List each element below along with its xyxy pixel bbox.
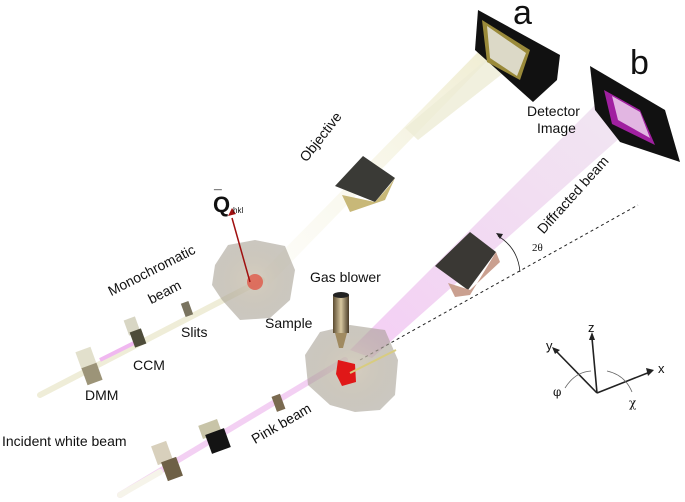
diffracted-beam-cone bbox=[350, 100, 640, 358]
sample-upper-crystal bbox=[247, 274, 263, 290]
detector-b-image-core bbox=[612, 96, 650, 138]
monochromatic-beam-line bbox=[37, 48, 520, 398]
q-vector bbox=[231, 217, 251, 283]
two-theta-label: 2θ bbox=[532, 242, 543, 254]
q-vector-arrowhead bbox=[228, 208, 236, 216]
objective-a-base bbox=[342, 178, 395, 212]
y-axis bbox=[555, 350, 598, 394]
mirror-2 bbox=[161, 456, 183, 482]
slits-label: Slits bbox=[181, 324, 208, 340]
objective-b bbox=[435, 232, 500, 297]
two-theta-arrowhead bbox=[496, 233, 503, 239]
objective-a bbox=[335, 156, 395, 212]
y-axis-label: y bbox=[546, 338, 553, 353]
filter-2 bbox=[205, 428, 231, 454]
ccm-crystal-2 bbox=[129, 328, 147, 348]
panel-label-b: b bbox=[630, 44, 649, 82]
dmm-crystal-2 bbox=[81, 362, 103, 386]
pink-beam-line bbox=[117, 100, 640, 498]
gas-blower-tip bbox=[333, 292, 349, 298]
mirror-1 bbox=[151, 440, 173, 466]
q-hkl-overbar: ¯ bbox=[214, 187, 222, 203]
z-axis-label: z bbox=[588, 320, 595, 335]
slits-lower bbox=[271, 393, 286, 412]
q-hkl-symbol: Q bbox=[213, 192, 231, 217]
objective-b-base bbox=[448, 252, 500, 297]
incident-white-beam bbox=[117, 469, 163, 498]
detector-a bbox=[475, 10, 560, 102]
chi-label: χ bbox=[629, 396, 637, 410]
incident-white-beam-label: Incident white beam bbox=[2, 433, 127, 449]
pink-segment-upper bbox=[99, 338, 141, 362]
incident-direction-dashed-line bbox=[359, 204, 639, 361]
dmm-crystal-1 bbox=[75, 346, 97, 370]
gas-blower-cone bbox=[335, 333, 347, 348]
dmm-label: DMM bbox=[85, 387, 119, 403]
x-axis bbox=[596, 371, 651, 394]
sample-lower-beam-highlight bbox=[349, 349, 397, 374]
sample-upper bbox=[212, 208, 295, 320]
x-axis-label: x bbox=[658, 361, 665, 376]
sample-lower-crystal bbox=[336, 360, 356, 386]
z-axis-arrowhead bbox=[589, 332, 595, 340]
ccm-label: CCM bbox=[133, 357, 165, 373]
objective-beam-cone-a-upper bbox=[405, 48, 520, 140]
z-axis bbox=[591, 337, 598, 394]
objective-a-body bbox=[335, 156, 395, 202]
sample-lower bbox=[305, 292, 398, 412]
detector-label: Detector bbox=[527, 103, 580, 119]
phi-rotation-arc bbox=[564, 370, 592, 389]
panel-label-a: a bbox=[513, 0, 532, 32]
phi-label: φ bbox=[553, 385, 562, 399]
detector-b bbox=[590, 66, 680, 162]
gas-blower-nozzle bbox=[333, 295, 349, 333]
two-theta-arc bbox=[497, 235, 521, 273]
objective-b-body bbox=[435, 232, 496, 290]
slits-upper bbox=[180, 301, 194, 317]
coordinate-axes bbox=[552, 332, 654, 394]
q-hkl-subscript: hkl bbox=[233, 206, 244, 215]
y-axis-arrowhead bbox=[552, 347, 560, 354]
sample-label: Sample bbox=[265, 315, 313, 331]
chi-rotation-arc bbox=[606, 370, 633, 393]
detector-a-image-core bbox=[487, 26, 526, 76]
gas-blower-label: Gas blower bbox=[310, 269, 381, 285]
image-label: Image bbox=[537, 120, 576, 136]
x-axis-arrowhead bbox=[646, 368, 654, 376]
